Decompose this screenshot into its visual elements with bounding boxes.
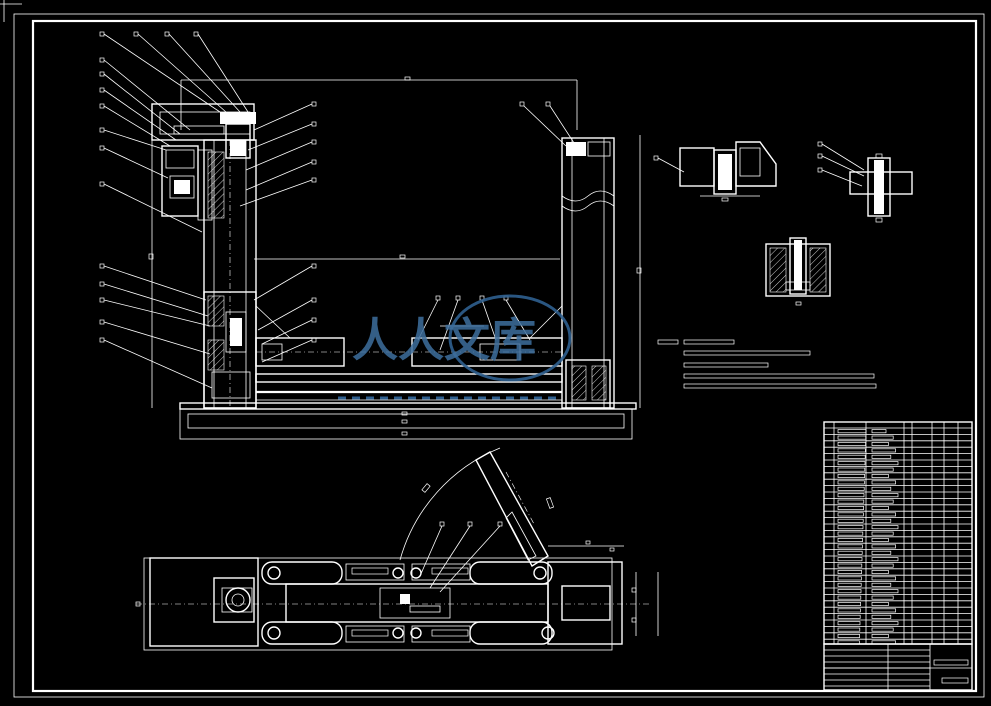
parts-list-cell xyxy=(871,634,889,638)
parts-list-cell xyxy=(837,512,864,517)
parts-list-cell xyxy=(837,493,865,498)
parts-list-cell xyxy=(871,563,894,568)
parts-list-cell xyxy=(871,461,899,466)
parts-list-cell xyxy=(871,550,892,555)
parts-list-cell xyxy=(837,448,866,453)
parts-list-cell xyxy=(837,525,864,530)
parts-list-cell xyxy=(871,448,896,453)
parts-list-cell xyxy=(871,608,896,613)
parts-list-cell xyxy=(871,442,889,446)
parts-list-cell xyxy=(837,518,864,523)
parts-list-cell xyxy=(871,582,892,587)
parts-list-cell xyxy=(837,538,863,542)
parts-list-cell xyxy=(837,595,862,600)
front-elevation-view xyxy=(148,76,642,440)
parts-list-cell xyxy=(871,467,894,472)
parts-list-cell xyxy=(871,595,894,600)
parts-list-cell xyxy=(871,525,899,530)
parts-list-cell xyxy=(837,614,861,619)
parts-list-cell xyxy=(871,570,889,574)
detail-a xyxy=(653,141,777,202)
parts-list-cell xyxy=(871,486,892,491)
parts-list-cell xyxy=(871,602,889,606)
parts-list-cell xyxy=(871,499,894,504)
parts-list-cell xyxy=(837,634,860,638)
parts-list-cell xyxy=(837,461,866,466)
parts-list-cell xyxy=(837,442,866,446)
parts-list-cell xyxy=(871,506,889,510)
parts-list-cell xyxy=(871,429,887,434)
parts-list-cell xyxy=(871,480,896,485)
parts-list-cell xyxy=(837,608,861,613)
parts-list-cell xyxy=(837,429,867,434)
parts-list-cell xyxy=(837,486,865,491)
parts-list-table xyxy=(823,421,973,645)
parts-list-cell xyxy=(837,621,861,626)
inner-border xyxy=(31,19,978,693)
parts-list-cell xyxy=(871,544,896,549)
detail-b xyxy=(817,141,913,223)
parts-list-cell xyxy=(837,627,861,632)
parts-list-cell xyxy=(871,493,899,498)
parts-list-cell xyxy=(871,435,894,440)
parts-list-cell xyxy=(837,435,867,440)
parts-list-cell xyxy=(871,512,896,517)
parts-list-cell xyxy=(837,563,863,568)
parts-list-cell xyxy=(837,576,862,581)
callouts-left xyxy=(99,31,249,389)
detail-c xyxy=(765,237,831,306)
callouts-right xyxy=(239,101,577,363)
plan-view xyxy=(135,447,659,651)
parts-list-cell xyxy=(837,506,864,510)
parts-list-cell xyxy=(871,589,899,594)
outer-border xyxy=(13,13,985,698)
parts-list-cell xyxy=(837,499,865,504)
parts-list-cell xyxy=(837,467,866,472)
parts-list-cell xyxy=(837,589,862,594)
parts-list-cell xyxy=(871,614,892,619)
parts-list-cell xyxy=(837,602,861,606)
parts-list-cell xyxy=(837,557,863,562)
parts-list-cell xyxy=(837,544,863,549)
title-block xyxy=(823,643,973,691)
watermark: 人人文库 xyxy=(338,294,572,400)
technical-notes xyxy=(657,339,877,389)
parts-list-cell xyxy=(871,518,892,523)
parts-list-cell xyxy=(871,538,889,542)
parts-list-cell xyxy=(871,474,889,478)
parts-list-cell xyxy=(837,531,864,536)
parts-list-cell xyxy=(837,570,862,574)
parts-list-cell xyxy=(837,474,865,478)
parts-list-cell xyxy=(871,621,899,626)
parts-list-cell xyxy=(837,550,863,555)
parts-list-cell xyxy=(837,582,862,587)
parts-list-cell xyxy=(871,627,894,632)
parts-list-cell xyxy=(871,531,894,536)
parts-list-cell xyxy=(871,576,896,581)
svg-text:人人文库: 人人文库 xyxy=(352,313,536,367)
parts-list-cell xyxy=(837,480,865,485)
parts-list-cell xyxy=(871,454,892,459)
parts-list-cell xyxy=(837,454,866,459)
parts-list-cell xyxy=(871,557,899,562)
